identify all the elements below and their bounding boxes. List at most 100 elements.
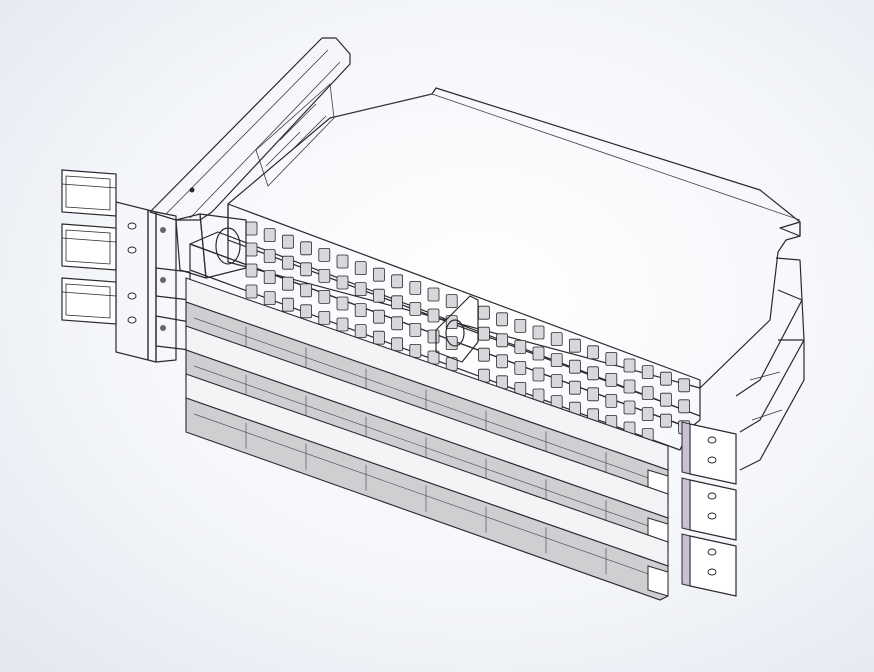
frame-screw-icon [160, 277, 166, 283]
lc-port [477, 305, 490, 320]
cable-management-arm [149, 37, 351, 221]
lc-port [496, 333, 509, 348]
lc-port [372, 288, 385, 303]
pull-out-cassettes [185, 277, 669, 601]
lc-port [409, 343, 422, 358]
lc-port [391, 316, 404, 331]
lc-port [427, 287, 440, 302]
lc-port [569, 359, 581, 374]
cable-handles [61, 169, 117, 325]
mounting-hole-icon [707, 436, 717, 444]
lc-port [372, 267, 385, 282]
right-ear [681, 421, 737, 485]
lc-port [281, 276, 294, 291]
bracket-hole-icon [215, 227, 241, 265]
lc-port [409, 322, 422, 337]
lc-port [605, 372, 618, 387]
lc-port [477, 347, 490, 362]
left-mounting-ear [115, 201, 157, 363]
lc-port [300, 283, 313, 298]
frame-screw-icon [160, 227, 166, 233]
mounting-hole-icon [707, 456, 717, 464]
lc-port [660, 413, 672, 428]
lc-port [445, 336, 458, 351]
lc-port [263, 291, 276, 306]
lc-port [354, 261, 367, 276]
cable-handle[interactable] [61, 169, 117, 217]
mounting-hole-icon [707, 512, 717, 520]
divider-hole-icon [445, 319, 465, 347]
lc-port [550, 332, 563, 347]
lc-port [514, 318, 527, 333]
lc-port [281, 255, 294, 270]
lc-port [391, 337, 404, 352]
right-ear [681, 477, 737, 541]
left-frame-plates [155, 211, 191, 363]
lc-port [300, 241, 313, 256]
lc-port [354, 282, 367, 297]
frame-screw-icon [160, 325, 166, 331]
lc-port [623, 379, 636, 394]
lc-port [263, 249, 276, 264]
lc-port [245, 221, 258, 236]
lc-port [641, 407, 654, 422]
cable-handle[interactable] [61, 223, 117, 271]
lc-port [336, 254, 349, 269]
lc-port [605, 393, 618, 408]
lc-port [263, 228, 276, 243]
lc-port [300, 262, 313, 277]
mounting-hole-icon [707, 548, 717, 556]
lc-port [514, 360, 527, 375]
lc-port [391, 274, 404, 289]
cable-handle[interactable] [61, 277, 117, 325]
lc-port [263, 270, 276, 285]
lc-port [300, 304, 313, 319]
lc-port [318, 310, 331, 325]
lc-port [409, 301, 422, 316]
arm-rivet-icon [189, 187, 195, 193]
lc-port [660, 392, 672, 407]
lc-port [318, 268, 331, 283]
lc-port [514, 339, 527, 354]
lc-port [245, 284, 258, 299]
lc-port [496, 354, 509, 369]
mounting-hole-icon [127, 292, 137, 300]
lc-port [477, 326, 490, 341]
lc-port [550, 374, 563, 389]
lc-port [587, 345, 599, 360]
lc-port [354, 303, 367, 318]
lc-port [245, 242, 258, 257]
lc-port [496, 312, 509, 327]
tray-stack-right [735, 257, 805, 471]
lc-port [427, 329, 440, 344]
lc-port [532, 346, 545, 361]
lc-port [660, 371, 672, 386]
lc-port [391, 295, 404, 310]
lc-port [641, 365, 654, 380]
right-mounting-ears [681, 421, 737, 597]
mounting-hole-icon [127, 316, 137, 324]
lc-port [281, 297, 294, 312]
mounting-hole-icon [127, 246, 137, 254]
lc-port [550, 353, 563, 368]
right-ear [681, 533, 737, 597]
fiber-cassette[interactable] [185, 373, 669, 601]
lc-port [336, 275, 349, 290]
lc-port [569, 380, 581, 395]
lc-port [623, 400, 636, 415]
lc-port [587, 387, 599, 402]
lc-port [336, 296, 349, 311]
lc-port [336, 317, 349, 332]
lc-port [678, 378, 690, 393]
lc-port [372, 330, 385, 345]
mounting-hole-icon [127, 222, 137, 230]
lc-port [623, 358, 636, 373]
lc-port [318, 247, 331, 262]
mounting-hole-icon [707, 568, 717, 576]
lc-port [409, 280, 422, 295]
lc-port [641, 386, 654, 401]
lc-port [532, 367, 545, 382]
left-end-bracket [175, 213, 247, 279]
